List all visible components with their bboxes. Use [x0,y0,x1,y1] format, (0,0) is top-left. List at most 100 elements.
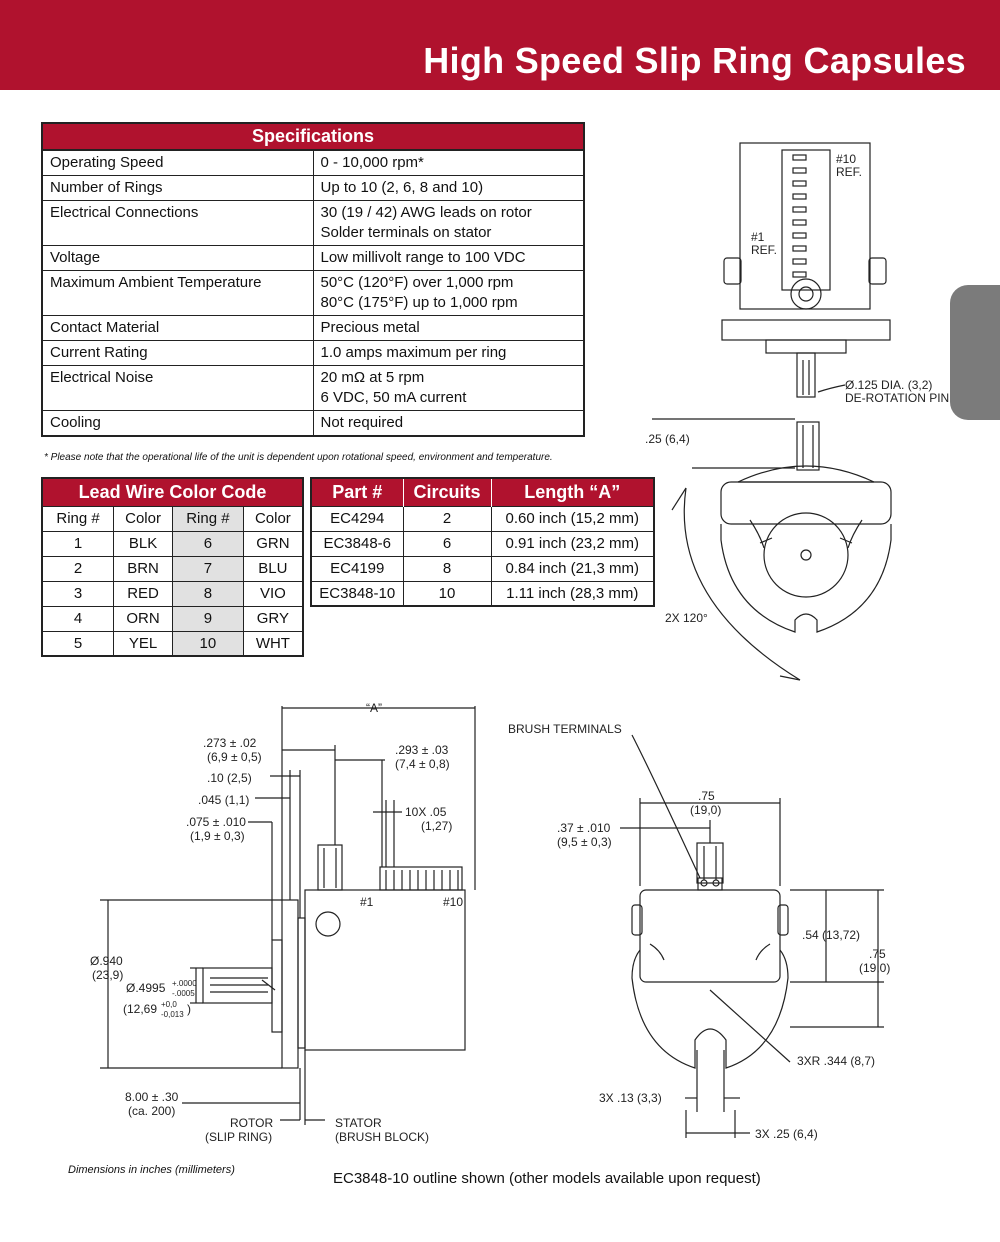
spec-value-line: 20 mΩ at 5 rpm [320,369,425,386]
side-tab [950,285,1000,420]
dim-1269: (12,69 [123,1002,157,1016]
table-cell: YEL [113,630,173,657]
table-cell: 1.11 inch (28,3 mm) [490,580,655,607]
pin-length-label: .25 (6,4) [645,432,690,446]
spec-value-line: Up to 10 (2, 6, 8 and 10) [320,179,484,196]
pin-label: DE-ROTATION PIN [845,391,949,405]
dim-800: 8.00 ± .30 [125,1090,179,1104]
table-cell: 1 [41,530,115,557]
dim-10: .10 (2,5) [207,771,252,785]
spec-footnote: * Please note that the operational life … [44,452,553,463]
dim-4995: Ø.4995 [126,981,166,995]
dim-273: .273 ± .02 [203,736,257,750]
lead-wire-header-row: Ring # Color Ring # Color [41,505,304,532]
spec-value-line: 50°C (120°F) over 1,000 rpm [320,274,514,291]
page-header: High Speed Slip Ring Capsules [0,0,1000,90]
table-cell: GRY [242,605,304,632]
dim-075: .075 ± .010 [186,815,246,829]
dim-75-right: .75 [869,947,886,961]
table-cell: 10 [171,630,244,657]
table-cell: WHT [242,630,304,657]
dim-293-mm: (7,4 ± 0,8) [395,757,450,771]
table-cell: 6 [171,530,244,557]
dim-045: .045 (1,1) [198,793,249,807]
dim-25: 3X .25 (6,4) [755,1127,818,1141]
spec-value: Not required [313,410,584,436]
bottom-side-view [100,706,476,1125]
tol-in-minus: -.0005 [172,989,195,998]
spec-label: Operating Speed [42,149,314,176]
bottom-end-view [620,734,884,1138]
dim-radius: 3XR .344 (8,7) [797,1054,875,1068]
ring1-label: #1 [360,895,374,909]
table-cell: 9 [171,605,244,632]
dim-293: .293 ± .03 [395,743,449,757]
table-cell: BLK [113,530,173,557]
spec-row: Cooling Not required [42,410,584,436]
dim-75-right-mm: (19,0) [859,961,890,975]
specifications-title: Specifications [42,123,584,151]
spec-value: 50°C (120°F) over 1,000 rpm 80°C (175°F) … [313,270,584,316]
stator-sub: (BRUSH BLOCK) [335,1130,429,1144]
dim-05: 10X .05 [405,805,447,819]
tol-mm-minus: -0,013 [161,1010,184,1019]
table-cell: BLU [242,555,304,582]
spec-label: Number of Rings [42,175,314,201]
spec-value: Low millivolt range to 100 VDC [313,245,584,271]
outline-caption: EC3848-10 outline shown (other models av… [333,1170,761,1187]
table-cell: BRN [113,555,173,582]
spec-value: 0 - 10,000 rpm* [313,149,584,176]
table-cell: 5 [41,630,115,657]
column-header: Color [242,505,304,532]
page-title: High Speed Slip Ring Capsules [423,40,966,81]
spec-value: Precious metal [313,315,584,341]
dim-75-top: .75 [698,789,715,803]
spec-value-line: Solder terminals on stator [320,224,492,241]
ref1-label: #1 [751,230,765,244]
top-end-view [652,418,892,681]
spec-label: Voltage [42,245,314,271]
table-cell: 7 [171,555,244,582]
spec-value-line: 80°C (175°F) up to 1,000 rpm [320,294,518,311]
stator-label: STATOR [335,1116,382,1130]
pin-label: Ø.125 DIA. (3,2) [845,378,932,392]
table-cell: 8 [171,580,244,607]
column-header: Part # [311,478,403,506]
table-cell: GRN [242,530,304,557]
column-header: Length “A” [490,478,654,506]
dim-940: Ø.940 [90,954,123,968]
spec-label: Current Rating [42,340,314,366]
rotor-label: ROTOR [230,1116,273,1130]
spec-label: Cooling [42,410,314,436]
spec-value-line: Not required [320,414,404,431]
dim-05-mm: (1,27) [421,819,452,833]
dim-37: .37 ± .010 [557,821,611,835]
part-header-row: Part # Circuits Length “A” [311,478,654,506]
dim-273-mm: (6,9 ± 0,5) [207,750,262,764]
table-cell: 8 [402,555,492,582]
spec-value-line: Precious metal [320,319,420,336]
ref10-label: REF. [836,165,862,179]
spec-value: Up to 10 (2, 6, 8 and 10) [313,175,584,201]
spec-row: Number of Rings Up to 10 (2, 6, 8 and 10) [42,175,584,201]
dim-37-mm: (9,5 ± 0,3) [557,835,612,849]
spec-value-line: 30 (19 / 42) AWG leads on rotor [320,204,532,221]
